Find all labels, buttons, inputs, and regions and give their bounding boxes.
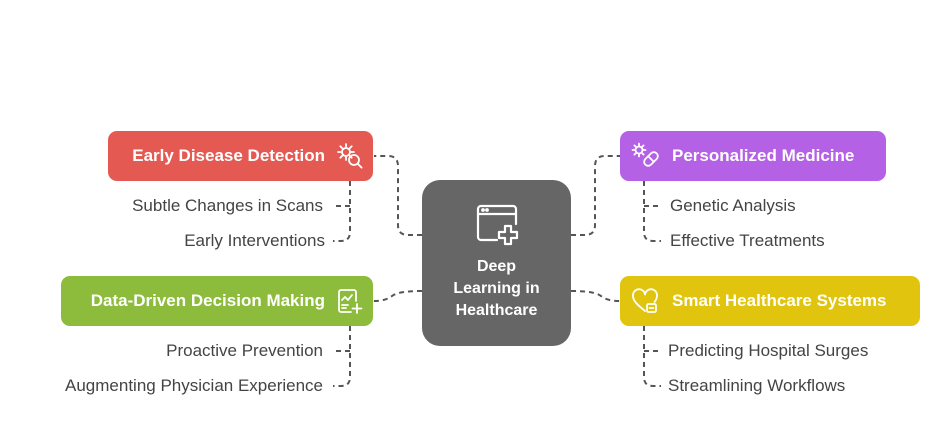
branch-early-disease-detection: Early Disease Detection [108, 131, 373, 181]
list-item: Subtle Changes in Scans [132, 196, 323, 215]
branch-label: Early Disease Detection [132, 146, 325, 165]
list-item: Early Interventions [184, 231, 325, 250]
list-item: Predicting Hospital Surges [668, 341, 869, 360]
branch-smart-healthcare-systems: Smart Healthcare Systems [620, 276, 920, 326]
list-item: Streamlining Workflows [668, 376, 846, 395]
branch-label: Personalized Medicine [672, 146, 855, 165]
clipboard-plus-icon [335, 286, 365, 316]
gear-pill-icon [630, 141, 660, 171]
branch-data-driven-decision-making: Data-Driven Decision Making [61, 276, 373, 326]
browser-plus-icon [473, 200, 521, 248]
central-topic-title: Deep Learning in Healthcare [453, 258, 540, 319]
list-item: Augmenting Physician Experience [65, 376, 323, 395]
list-item: Effective Treatments [670, 231, 825, 250]
list-item: Genetic Analysis [670, 196, 796, 215]
gear-magnifier-icon [335, 141, 365, 171]
list-item: Proactive Prevention [166, 341, 323, 360]
heart-monitor-icon [630, 286, 660, 316]
central-topic: Deep Learning in Healthcare [422, 180, 571, 346]
branch-label: Smart Healthcare Systems [672, 291, 887, 310]
branch-label: Data-Driven Decision Making [90, 291, 325, 310]
branch-personalized-medicine: Personalized Medicine [620, 131, 886, 181]
